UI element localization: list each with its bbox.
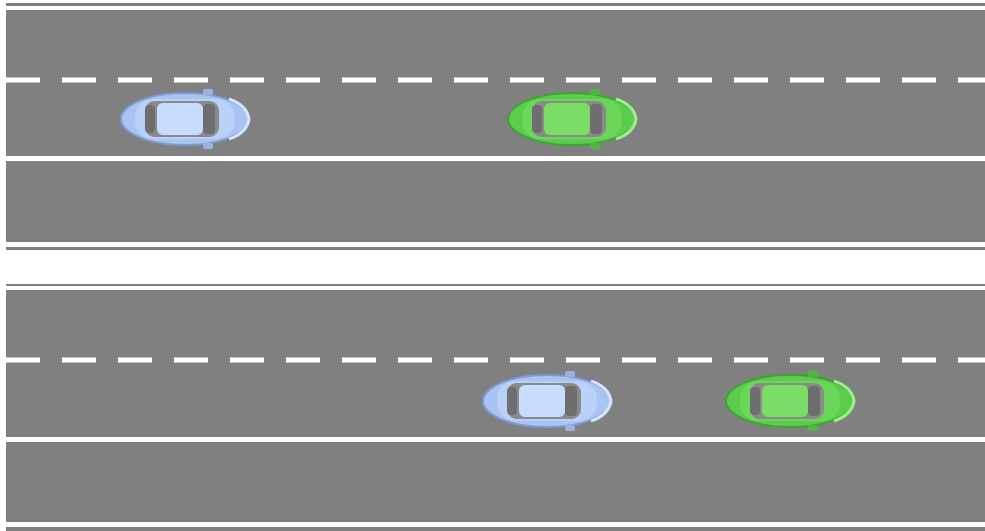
bottom-road xyxy=(6,284,985,531)
edge-line-top xyxy=(6,6,985,10)
lane-divider-solid xyxy=(6,437,985,442)
edge-line-bottom xyxy=(6,522,985,527)
edge-line-bottom xyxy=(6,242,985,247)
edge-line-top xyxy=(6,286,985,290)
lane-divider-solid xyxy=(6,156,985,161)
top-road xyxy=(6,3,985,250)
